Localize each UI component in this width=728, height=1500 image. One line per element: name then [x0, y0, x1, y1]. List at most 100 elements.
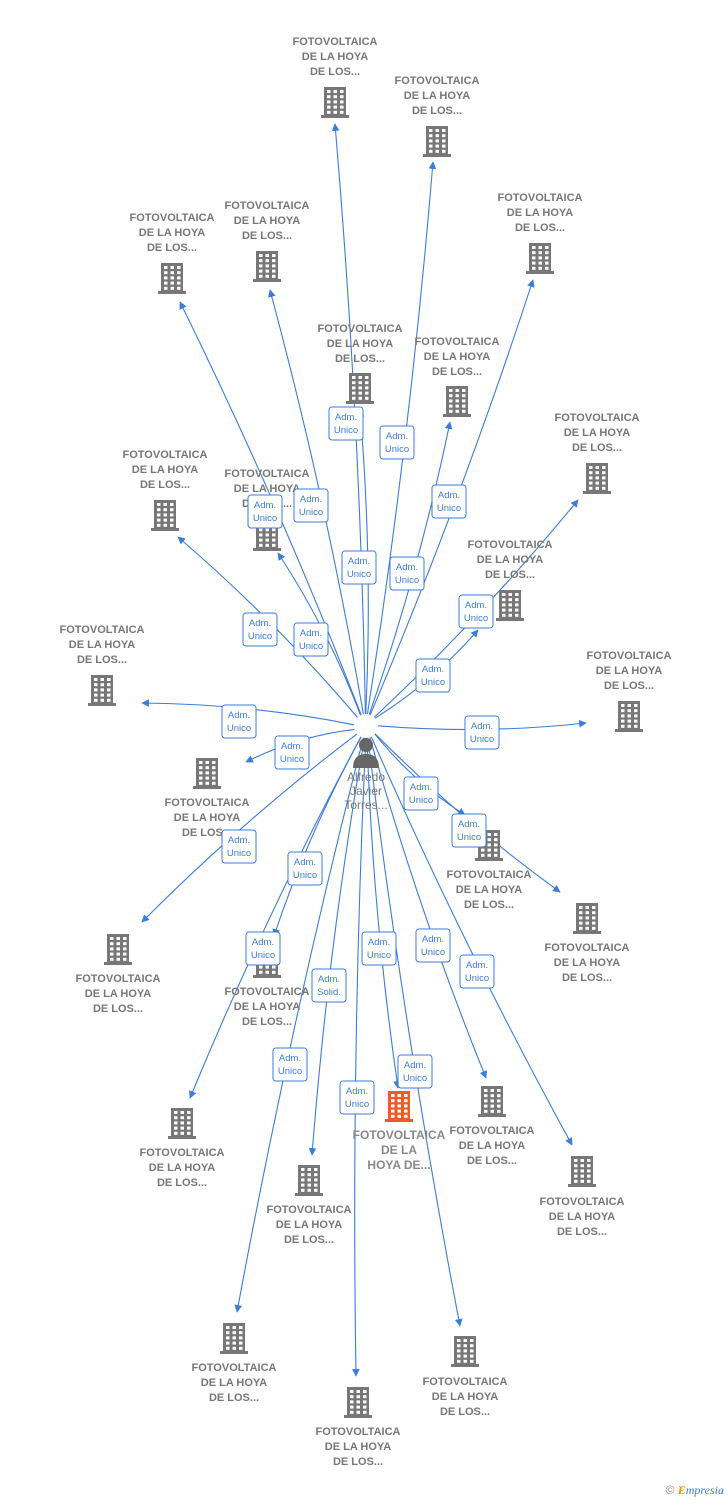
svg-text:Unico: Unico	[385, 444, 409, 455]
svg-text:Unico: Unico	[421, 947, 445, 958]
role-badge: Adm. Unico	[389, 556, 425, 591]
svg-text:Unico: Unico	[251, 950, 275, 961]
svg-text:Adm.: Adm.	[318, 974, 340, 985]
relation-edge	[370, 736, 573, 1146]
svg-text:Adm.: Adm.	[404, 1060, 426, 1071]
role-badge: Adm.Unico	[242, 612, 278, 647]
role-badge: Adm. Unico	[379, 425, 415, 460]
company-building-icon[interactable]	[346, 373, 374, 404]
svg-text:Unico: Unico	[345, 1099, 369, 1110]
svg-text:Adm.: Adm.	[279, 1053, 301, 1064]
company-building-icon[interactable]	[220, 1323, 248, 1354]
company-building-icon[interactable]	[615, 701, 643, 732]
role-badge: Adm.Unico	[293, 488, 329, 523]
company-building-icon[interactable]	[88, 675, 116, 706]
role-badge: Adm. Unico	[361, 931, 397, 966]
role-badge: Adm.Unico	[221, 704, 257, 739]
svg-text:Unico: Unico	[299, 641, 323, 652]
company-building-icon[interactable]	[443, 386, 471, 417]
svg-text:Unico: Unico	[299, 507, 323, 518]
svg-text:Adm.: Adm.	[294, 857, 316, 868]
svg-text:Unico: Unico	[367, 950, 391, 961]
company-building-icon[interactable]	[451, 1336, 479, 1367]
relation-edge	[308, 737, 366, 1156]
company-building-icon[interactable]	[583, 463, 611, 494]
company-building-icon[interactable]	[168, 1108, 196, 1139]
svg-text:Adm.: Adm.	[335, 412, 357, 423]
svg-text:Adm.: Adm.	[368, 937, 390, 948]
svg-text:Unico: Unico	[248, 631, 272, 642]
relation-edge	[367, 737, 463, 1327]
brand-logo: Empresia	[677, 1483, 724, 1497]
role-badge: Adm. Unico	[415, 928, 451, 963]
company-building-icon[interactable]	[321, 87, 349, 118]
svg-text:Adm.: Adm.	[228, 835, 250, 846]
svg-text:Adm.: Adm.	[252, 937, 274, 948]
relation-edge	[369, 737, 487, 1079]
svg-text:Adm.: Adm.	[348, 556, 370, 567]
svg-text:Adm.: Adm.	[438, 490, 460, 501]
company-building-icon[interactable]	[104, 934, 132, 965]
company-building-icon[interactable]	[423, 126, 451, 157]
role-badge: Adm. Unico	[451, 813, 487, 848]
svg-text:Unico: Unico	[253, 513, 277, 524]
svg-text:Adm.: Adm.	[386, 431, 408, 442]
role-badge: Adm. Unico	[247, 494, 283, 529]
svg-text:Adm.: Adm.	[422, 934, 444, 945]
company-building-icon[interactable]	[158, 263, 186, 294]
role-badge: Adm.Unico	[221, 829, 257, 864]
relation-edge	[141, 733, 358, 923]
company-building-icon[interactable]	[526, 243, 554, 274]
role-badge: Adm.Unico	[293, 622, 329, 657]
svg-text:Adm.: Adm.	[281, 741, 303, 752]
company-building-icon[interactable]	[568, 1156, 596, 1187]
company-building-icon[interactable]	[478, 1086, 506, 1117]
svg-text:Adm.: Adm.	[465, 600, 487, 611]
company-building-icon[interactable]	[496, 590, 524, 621]
company-building-icon[interactable]	[344, 1387, 372, 1418]
svg-text:Adm.: Adm.	[254, 500, 276, 511]
svg-text:Unico: Unico	[409, 795, 433, 806]
company-building-icon[interactable]	[573, 903, 601, 934]
svg-text:Unico: Unico	[457, 832, 481, 843]
svg-text:Unico: Unico	[395, 575, 419, 586]
role-badge: Adm.Unico	[397, 1054, 433, 1089]
role-badge: Adm.Solid.	[311, 968, 347, 1003]
svg-text:Unico: Unico	[470, 734, 494, 745]
svg-text:Unico: Unico	[293, 870, 317, 881]
svg-text:Unico: Unico	[465, 973, 489, 984]
role-badge: Adm. Unico	[287, 851, 323, 886]
svg-text:Adm.: Adm.	[458, 819, 480, 830]
role-badge: Adm.Unico	[464, 715, 500, 750]
company-building-icon[interactable]	[151, 500, 179, 531]
role-badge: Adm.Unico	[272, 1047, 308, 1082]
company-building-icon[interactable]	[253, 251, 281, 282]
role-badge: Adm.Unico	[459, 954, 495, 989]
company-building-icon[interactable]	[193, 758, 221, 789]
svg-text:Unico: Unico	[227, 723, 251, 734]
highlighted-company-building-icon[interactable]	[385, 1091, 413, 1122]
company-building-icon[interactable]	[295, 1165, 323, 1196]
footer-brand: © Empresia	[666, 1483, 724, 1498]
svg-text:Adm.: Adm.	[396, 562, 418, 573]
